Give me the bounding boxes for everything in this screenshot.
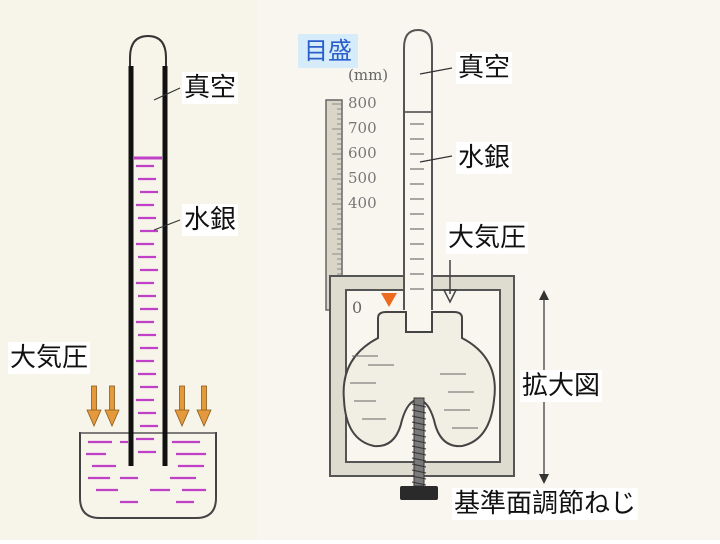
screw-thread xyxy=(411,421,427,426)
right-pressure-label: 大気圧 xyxy=(446,222,529,254)
screw-thread xyxy=(411,427,427,432)
pressure-arrow-head xyxy=(196,409,212,427)
pressure-arrows xyxy=(86,385,212,427)
inner-tube-dashes xyxy=(410,123,424,290)
scale-number: 500 xyxy=(348,169,377,187)
inner-tube-dome xyxy=(403,28,433,60)
screw-thread xyxy=(411,463,427,468)
mercury-dish xyxy=(79,432,217,519)
screw-thread xyxy=(411,415,427,420)
pressure-arrow-shaft xyxy=(179,385,185,413)
r-vacuum-leader xyxy=(419,67,453,75)
r-pressure-arrow xyxy=(442,260,458,304)
screw-thread xyxy=(411,445,427,450)
screw-knob xyxy=(400,486,438,500)
vacuum-leader xyxy=(153,87,181,101)
screw-thread xyxy=(411,475,427,480)
reference-pointer xyxy=(381,293,397,307)
pressure-arrow-head xyxy=(86,409,102,427)
mercury-leader xyxy=(153,219,181,231)
pressure-arrow-head xyxy=(104,409,120,427)
left-barometer xyxy=(79,34,217,519)
r-mercury-leader xyxy=(419,155,453,163)
screw-threads xyxy=(411,403,427,486)
screw-thread xyxy=(411,469,427,474)
outer-case xyxy=(329,275,515,477)
scale-number: 800 xyxy=(348,94,377,112)
right-mercury-label: 水銀 xyxy=(456,142,513,174)
left-pressure-label: 大気圧 xyxy=(8,342,91,374)
scale-number: 600 xyxy=(348,144,377,162)
screw-thread xyxy=(411,439,427,444)
scale-number: 400 xyxy=(348,194,377,212)
tube-dome xyxy=(129,34,167,66)
mercury-reservoir xyxy=(342,311,496,448)
screw-thread xyxy=(411,433,427,438)
screw-thread xyxy=(411,403,427,408)
scale-number: 700 xyxy=(348,119,377,137)
pressure-arrow-head xyxy=(174,409,190,427)
left-mercury-label: 水銀 xyxy=(182,204,239,236)
scale-unit-label: (mm) xyxy=(348,66,389,84)
right-barometer xyxy=(325,28,549,500)
screw-thread xyxy=(411,457,427,462)
dish-mercury-dashes xyxy=(86,440,206,504)
right-vacuum-label: 真空 xyxy=(456,52,513,84)
screw-thread xyxy=(411,409,427,414)
tube-mercury-dashes xyxy=(136,164,158,454)
reservoir-dashes xyxy=(350,355,478,429)
left-vacuum-label: 真空 xyxy=(182,72,239,104)
screw-thread xyxy=(411,481,427,486)
enlarged-view-label: 拡大図 xyxy=(520,370,603,402)
scale-title-label: 目盛 xyxy=(298,34,358,68)
pressure-arrow-shaft xyxy=(91,385,97,413)
adjust-screw-label: 基準面調節ねじ xyxy=(452,488,639,520)
scale-tick-marks xyxy=(332,103,342,305)
screw-thread xyxy=(411,451,427,456)
scale-zero-label: 0 xyxy=(352,298,363,317)
pressure-arrow-shaft xyxy=(201,385,207,413)
pressure-arrow-shaft xyxy=(109,385,115,413)
